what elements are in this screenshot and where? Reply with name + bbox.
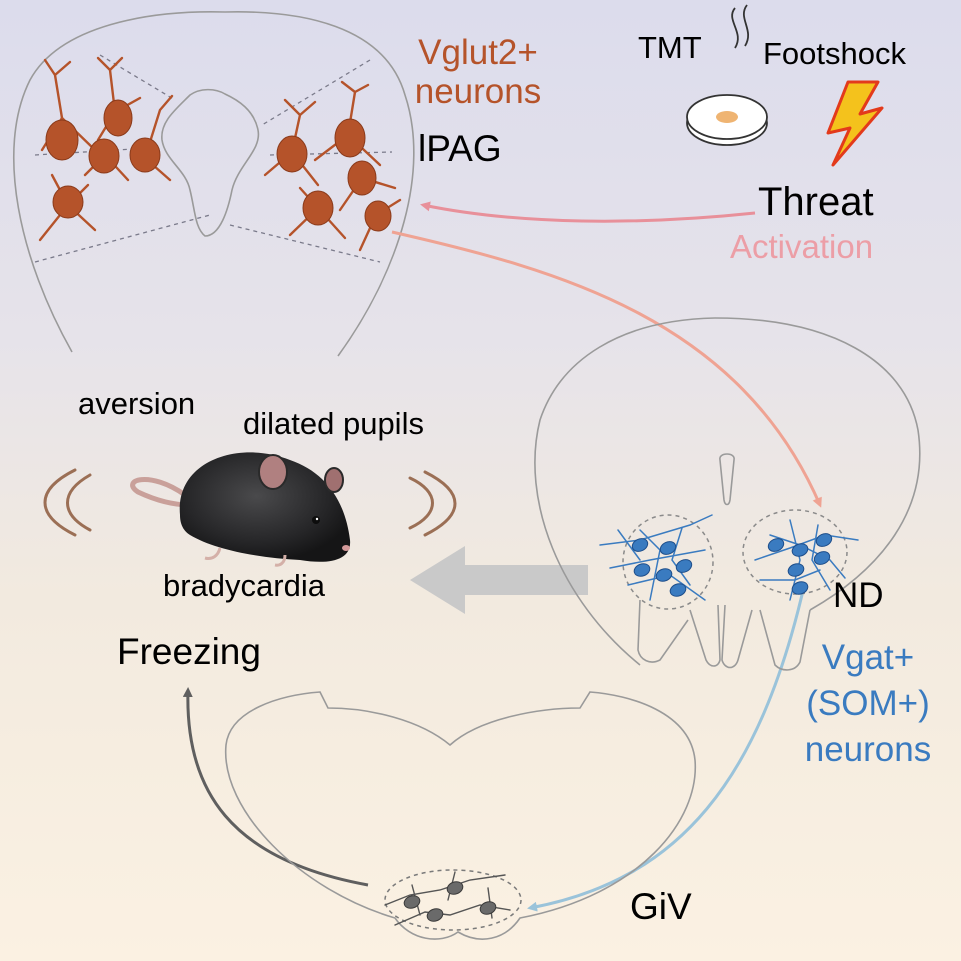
pag-section xyxy=(12,11,415,357)
vgat-neuron-somas xyxy=(631,533,833,597)
tmt-dish-icon xyxy=(686,4,768,146)
nd-to-behavior-arrow xyxy=(410,546,588,614)
threat-label: Threat xyxy=(758,180,874,224)
vglut2-label-line2: neurons xyxy=(414,72,542,111)
bradycardia-label: bradycardia xyxy=(163,568,325,603)
vglut2-label-line1: Vglut2+ xyxy=(418,33,538,72)
motion-brackets-left xyxy=(43,468,92,537)
vgat-label-line1: Vgat+ xyxy=(821,638,915,677)
lpag-to-nd-arrow xyxy=(391,230,822,508)
freezing-label: Freezing xyxy=(117,631,261,672)
vgat-label-line3: neurons xyxy=(804,730,932,769)
lpag-label: lPAG xyxy=(418,128,502,169)
activation-label: Activation xyxy=(730,228,874,265)
vglut2-neuron-somas-right xyxy=(276,118,392,232)
footshock-label: Footshock xyxy=(763,36,907,71)
aversion-label: aversion xyxy=(78,386,196,421)
mouse-illustration xyxy=(130,452,351,567)
motion-brackets-right xyxy=(408,470,457,537)
giv-to-freezing-arrow xyxy=(182,687,369,887)
brainstem-section xyxy=(534,317,921,671)
giv-dashed-region xyxy=(384,869,522,931)
dilated-pupils-label: dilated pupils xyxy=(243,406,424,441)
vgat-label-line2: (SOM+) xyxy=(806,684,930,723)
activation-arrow xyxy=(420,201,756,223)
giv-label: GiV xyxy=(630,886,692,927)
aqueduct xyxy=(161,88,260,237)
vglut2-neuron-somas-left xyxy=(45,99,161,219)
lightning-bolt-icon xyxy=(826,80,884,167)
nd-label: ND xyxy=(833,576,884,615)
medulla-section xyxy=(225,691,697,940)
giv-neurons xyxy=(384,871,511,926)
tmt-label: TMT xyxy=(638,30,702,65)
nd-to-giv-arrow xyxy=(527,581,807,912)
central-canal xyxy=(719,453,735,506)
